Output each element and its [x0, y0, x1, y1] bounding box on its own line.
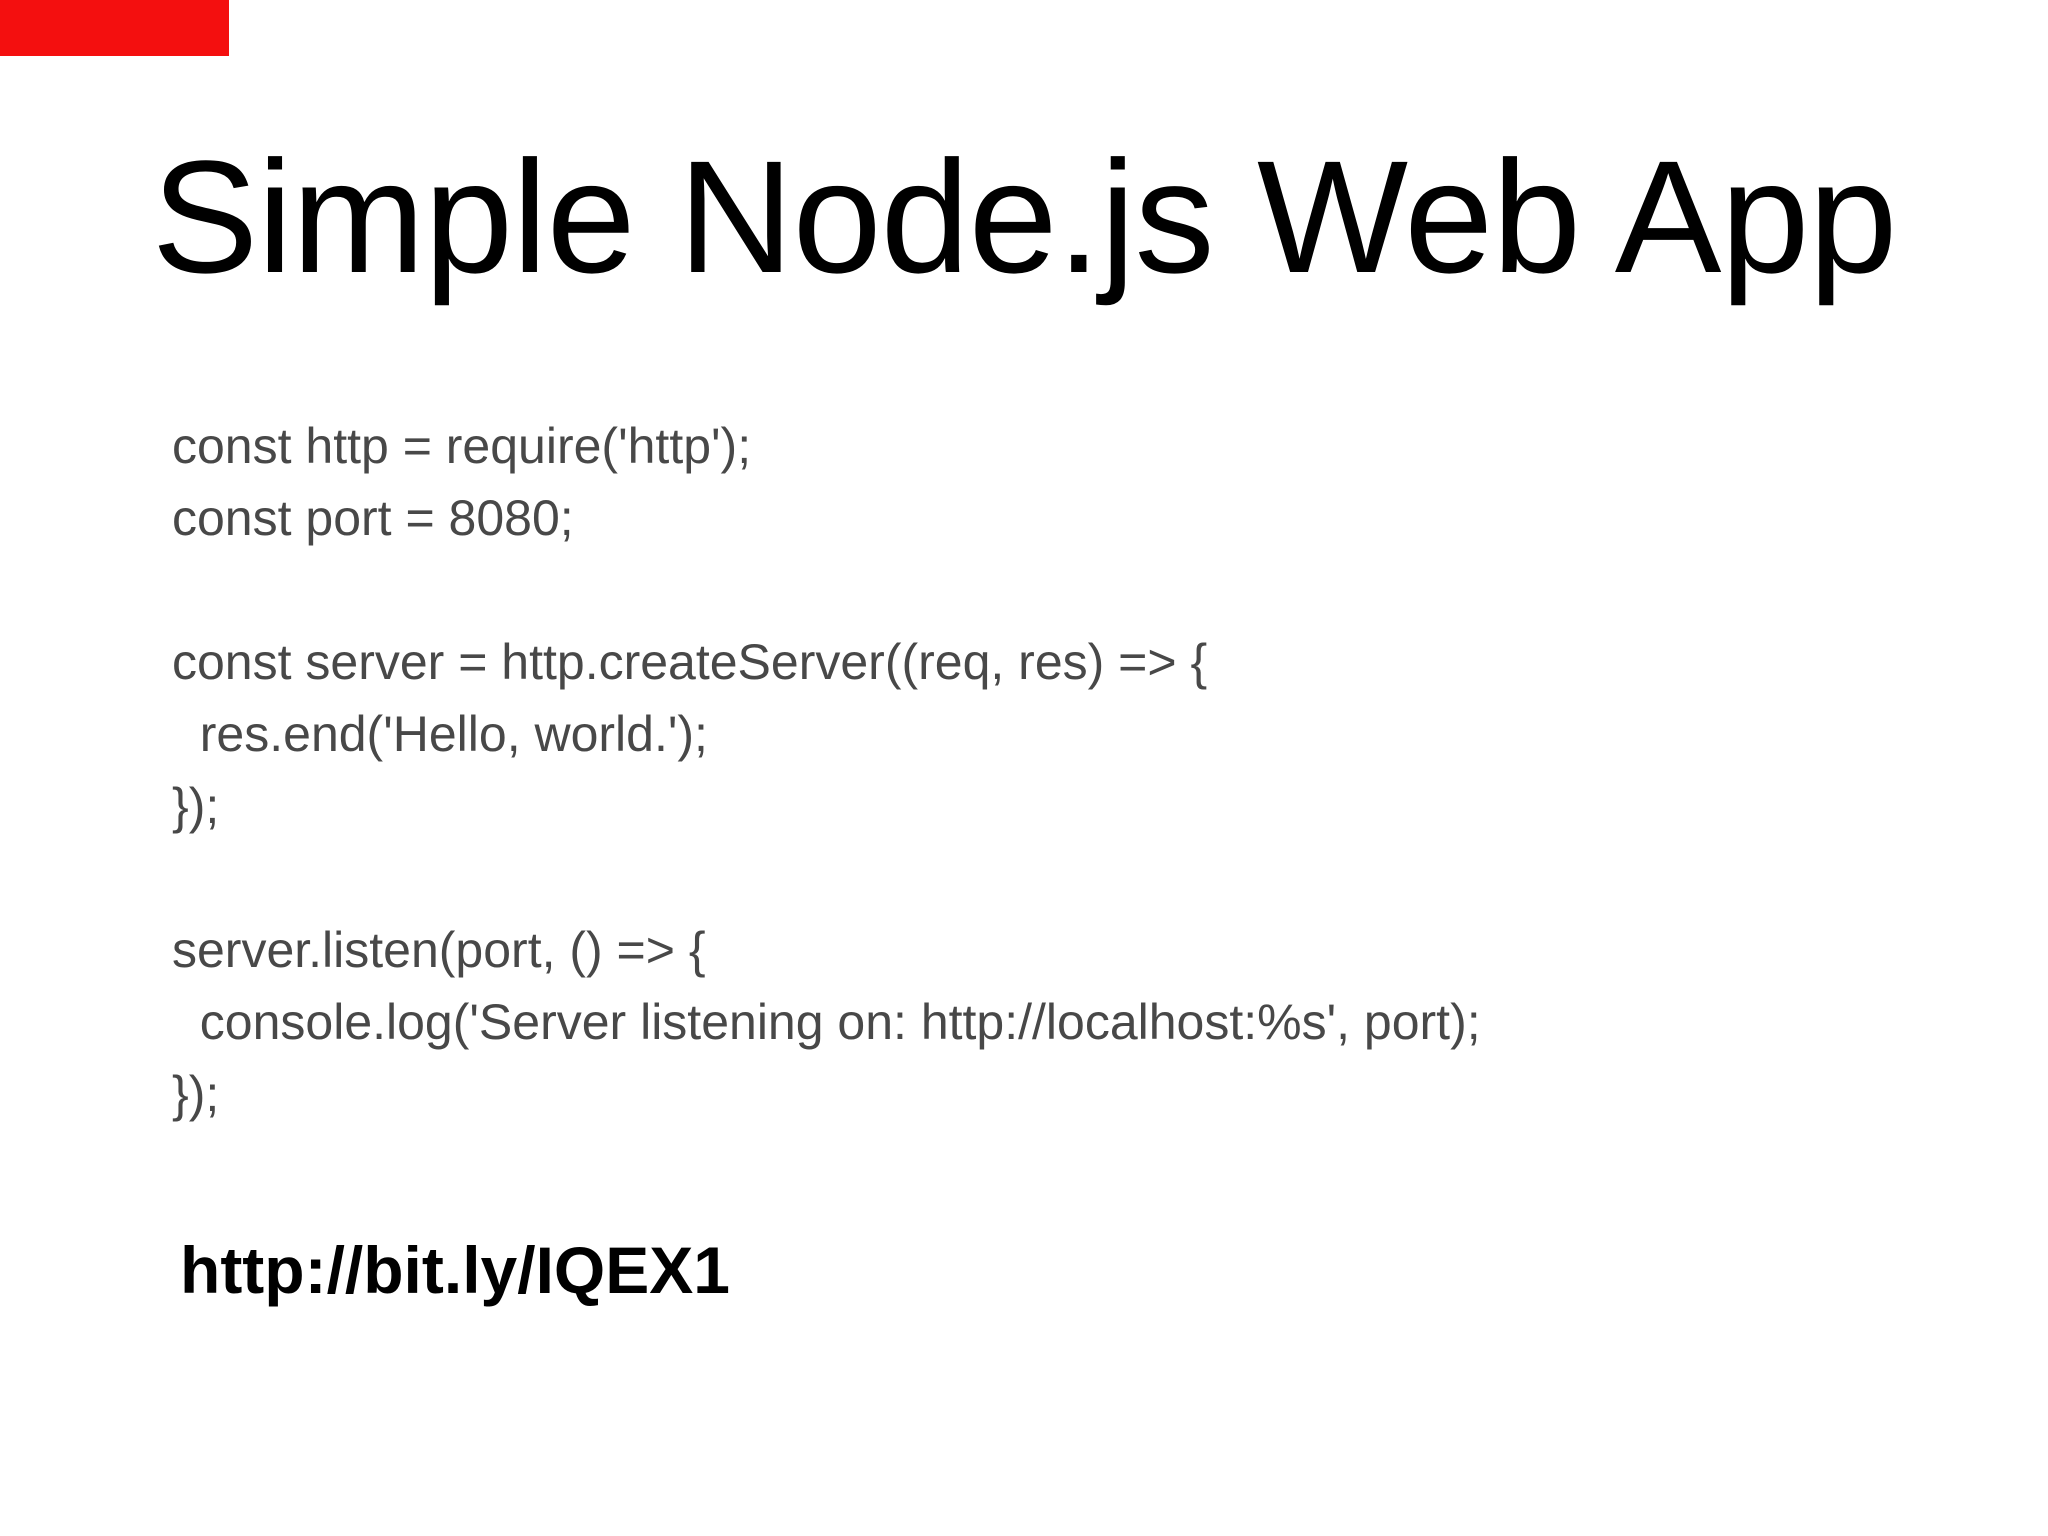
code-line: }); [172, 1066, 220, 1122]
bitly-link: http://bit.ly/IQEX1 [180, 1233, 731, 1307]
code-line [172, 554, 1972, 626]
code-line: const port = 8080; [172, 490, 574, 546]
code-line: }); [172, 778, 220, 834]
code-line: server.listen(port, () => { [172, 922, 706, 978]
code-line: const http = require('http'); [172, 418, 752, 474]
red-corner-marker [0, 0, 229, 56]
slide-title: Simple Node.js Web App [151, 127, 1898, 306]
code-block: const http = require('http'); const port… [172, 410, 1972, 1130]
code-line: res.end('Hello, world.'); [172, 706, 708, 762]
code-line: console.log('Server listening on: http:/… [172, 994, 1481, 1050]
code-line: const server = http.createServer((req, r… [172, 634, 1208, 690]
code-line [172, 842, 1972, 914]
